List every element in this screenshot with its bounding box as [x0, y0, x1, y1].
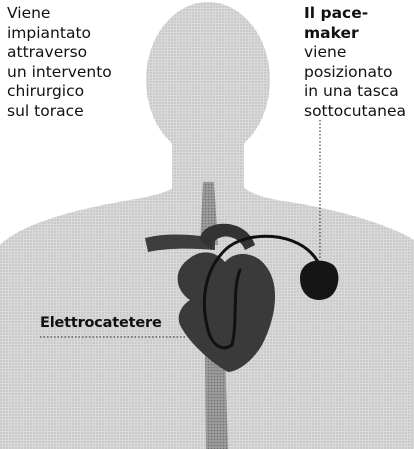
caption-right-body: viene posizionato in una tasca sottocuta… — [304, 43, 414, 121]
pacemaker-device — [300, 260, 338, 299]
caption-right: Il pace-maker viene posizionato in una t… — [304, 4, 414, 121]
caption-right-title: Il pace-maker — [304, 4, 414, 43]
lead-label: Elettrocatetere — [40, 315, 162, 331]
caption-left: Viene impiantato attraverso un intervent… — [7, 4, 167, 121]
